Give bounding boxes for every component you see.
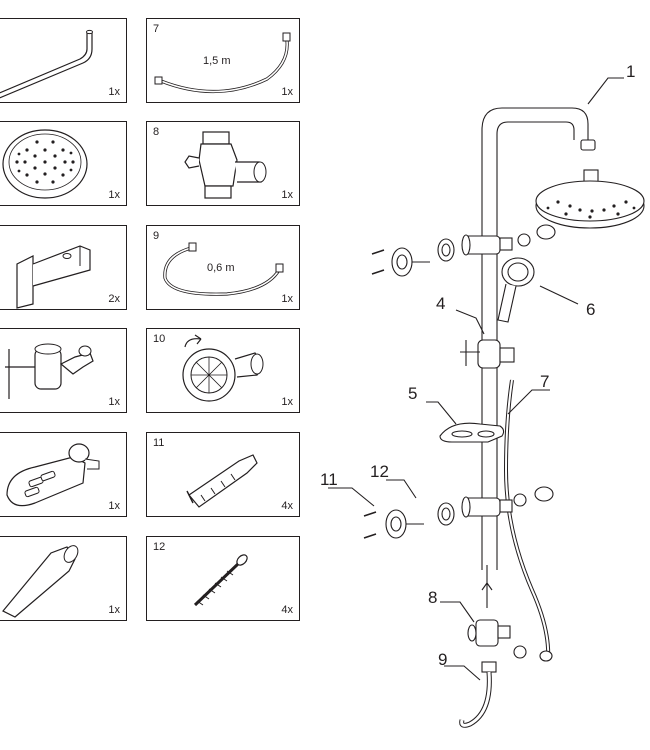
wall-bracket-drawing	[16, 245, 91, 309]
part-box-10: 10 1x	[146, 328, 300, 413]
quantity-label: 4x	[281, 500, 293, 512]
hose-0-6m-drawing	[163, 242, 284, 296]
callout-11: 11	[320, 470, 338, 489]
callout-6: 6	[586, 300, 596, 319]
hose-1-5m-drawing	[154, 32, 291, 94]
screw-drawing	[193, 554, 248, 607]
shower-riser-pipe-drawing	[0, 29, 93, 99]
part-number: 10	[153, 333, 166, 345]
part-box-8: 8 1x	[146, 121, 300, 206]
quantity-label: 1x	[108, 189, 120, 201]
quantity-label: 1x	[281, 86, 293, 98]
part-box-11: 11 4x	[146, 432, 300, 517]
diverter-valve-drawing	[184, 131, 267, 199]
hose-length-label: 1,5 m	[203, 55, 231, 67]
hand-shower-drawing	[2, 545, 79, 618]
hose-length-label: 0,6 m	[207, 262, 235, 274]
callout-5: 5	[408, 384, 418, 403]
part-number: 11	[153, 437, 165, 449]
callout-9: 9	[438, 650, 448, 669]
part-number: 8	[153, 126, 160, 138]
quantity-label: 2x	[108, 293, 120, 305]
part-box-4: 1x	[0, 328, 127, 413]
part-box-9: 9 0,6 m 1x	[146, 225, 300, 310]
quantity-label: 1x	[108, 396, 120, 408]
part-number: 12	[153, 541, 166, 553]
part-box-6: 1x	[0, 536, 127, 621]
part-box-3: 2x	[0, 225, 127, 310]
quantity-label: 1x	[281, 396, 293, 408]
callout-4: 4	[436, 294, 446, 313]
quantity-label: 1x	[281, 293, 293, 305]
callout-12: 12	[370, 462, 389, 481]
part-box-12: 12 4x	[146, 536, 300, 621]
part-box-1: 1x	[0, 18, 127, 103]
quantity-label: 1x	[108, 86, 120, 98]
part-box-2: 1x	[0, 121, 127, 206]
part-box-7: 7 1,5 m 1x	[146, 18, 300, 103]
part-box-5: 1x	[0, 432, 127, 517]
callout-1: 1	[626, 62, 636, 81]
rain-shower-head-drawing	[2, 129, 88, 199]
callout-8: 8	[428, 588, 438, 607]
callout-7: 7	[540, 372, 550, 391]
quantity-label: 1x	[108, 604, 120, 616]
quantity-label: 1x	[108, 500, 120, 512]
part-number: 7	[153, 23, 160, 35]
quantity-label: 1x	[281, 189, 293, 201]
wall-plug-drawing	[186, 454, 258, 508]
part-number: 9	[153, 230, 160, 242]
filter-insert-drawing	[182, 334, 264, 402]
slider-holder-drawing	[5, 343, 94, 399]
quantity-label: 4x	[281, 604, 293, 616]
soap-dish-drawing	[6, 443, 100, 507]
